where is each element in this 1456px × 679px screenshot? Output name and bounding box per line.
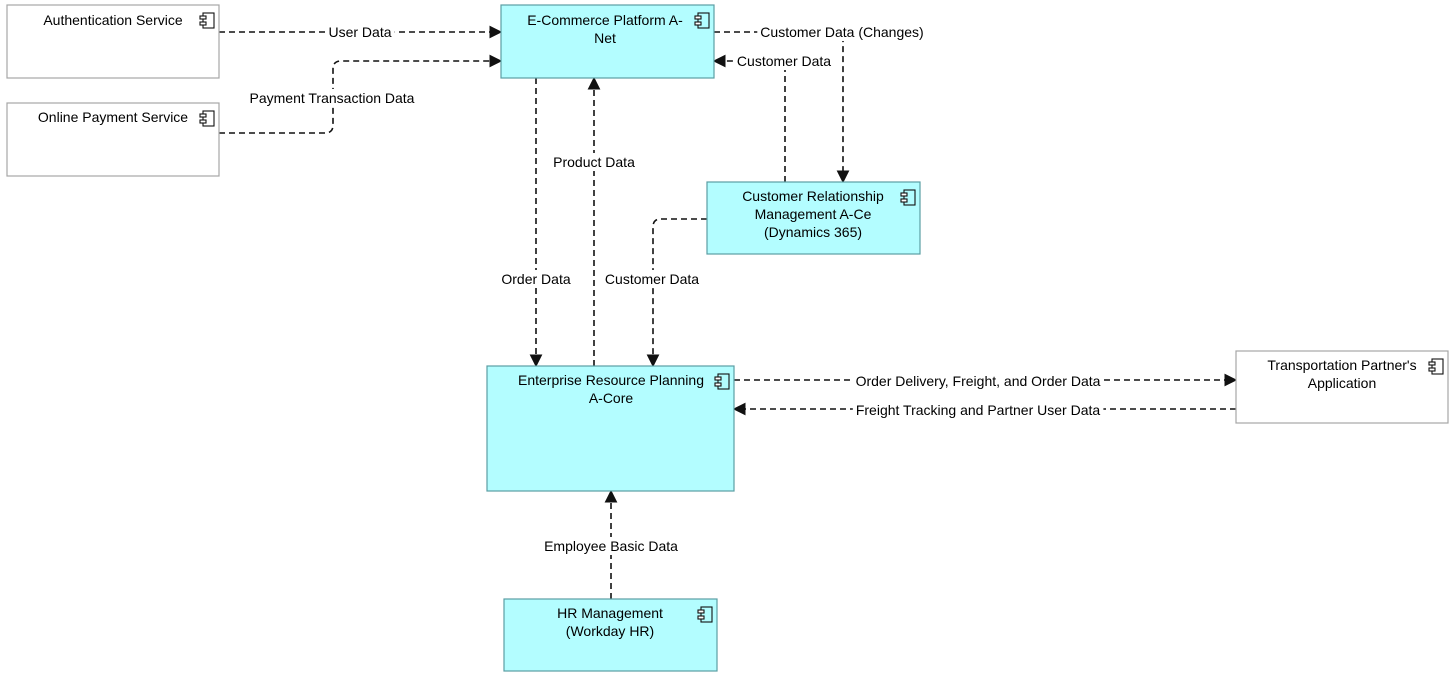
edge-customer-data-changes-label-background <box>757 23 927 41</box>
authentication-service-node-title-line: Authentication Service <box>43 12 183 28</box>
component-icon <box>1428 358 1444 375</box>
edge-employee-basic-data-label: Employee Basic Data <box>544 538 678 554</box>
edge-user-data-label-background <box>325 23 395 41</box>
hr-management-node-box <box>503 598 718 672</box>
erp-node-title-line: Enterprise Resource Planning <box>518 372 704 388</box>
hr-management-node[interactable]: HR Management (Workday HR) <box>503 598 718 672</box>
crm-node-title-line: (Dynamics 365) <box>764 224 862 240</box>
transportation-partner-node-box <box>1235 350 1449 424</box>
edge-freight-tracking-label-background <box>852 401 1104 419</box>
edge-order-delivery-label: Order Delivery, Freight, and Order Data <box>856 373 1101 389</box>
edge-customer-data-changes-label: Customer Data (Changes) <box>760 24 923 40</box>
component-icon <box>697 606 713 623</box>
transportation-partner-node-title-line: Application <box>1308 375 1377 391</box>
crm-node-title-line: Management A-Ce <box>755 206 872 222</box>
transportation-partner-node-title-line: Transportation Partner's <box>1267 357 1416 373</box>
edge-customer-data-crm-to-erp-label-background <box>601 270 703 288</box>
crm-node-title-line: Customer Relationship <box>742 188 884 204</box>
ecommerce-platform-node[interactable]: E-Commerce Platform A- Net <box>500 4 715 79</box>
edge-customer-data-crm-to-erp-label: Customer Data <box>605 271 699 287</box>
ecommerce-platform-node-title-line: E-Commerce Platform A- <box>527 12 683 28</box>
edge-payment-transaction-data-label: Payment Transaction Data <box>250 90 415 106</box>
edge-freight-tracking-label: Freight Tracking and Partner User Data <box>856 402 1101 418</box>
edge-product-data-label: Product Data <box>553 154 635 170</box>
edge-employee-basic-data-label-background <box>541 537 682 555</box>
online-payment-service-node-box <box>6 102 220 177</box>
edge-payment-transaction-data-line <box>219 54 503 134</box>
edge-order-delivery-label-background <box>852 372 1104 390</box>
edge-customer-data-crm-to-ecom-label: Customer Data <box>737 53 831 69</box>
online-payment-service-node[interactable]: Online Payment Service <box>6 102 220 177</box>
authentication-service-node[interactable]: Authentication Service <box>6 4 220 79</box>
edge-user-data-label: User Data <box>328 24 391 40</box>
edge-customer-data-crm-to-ecom-line <box>712 54 786 182</box>
component-icon <box>694 12 710 29</box>
edge-order-data-label-background <box>498 270 574 288</box>
erp-node-title-line: A-Core <box>589 390 634 406</box>
component-icon <box>199 12 215 29</box>
hr-management-node-title-line: HR Management <box>557 605 663 621</box>
component-icon <box>199 110 215 127</box>
erp-node-box <box>486 365 735 492</box>
authentication-service-node-box <box>6 4 220 79</box>
component-icon <box>900 189 916 206</box>
hr-management-node-title-line: (Workday HR) <box>566 623 654 639</box>
edge-payment-transaction-data-label-background <box>246 89 418 107</box>
ecommerce-platform-node-box <box>500 4 715 79</box>
online-payment-service-node-title-line: Online Payment Service <box>38 109 188 125</box>
crm-node-box <box>706 181 921 255</box>
edge-customer-data-crm-to-erp-line <box>646 218 707 368</box>
edge-order-data-label: Order Data <box>501 271 570 287</box>
edge-product-data-label-background <box>550 153 639 171</box>
ecommerce-platform-node-title-line: Net <box>594 30 616 46</box>
edge-customer-data-crm-to-ecom-label-background <box>733 52 835 70</box>
component-icon <box>714 373 730 390</box>
